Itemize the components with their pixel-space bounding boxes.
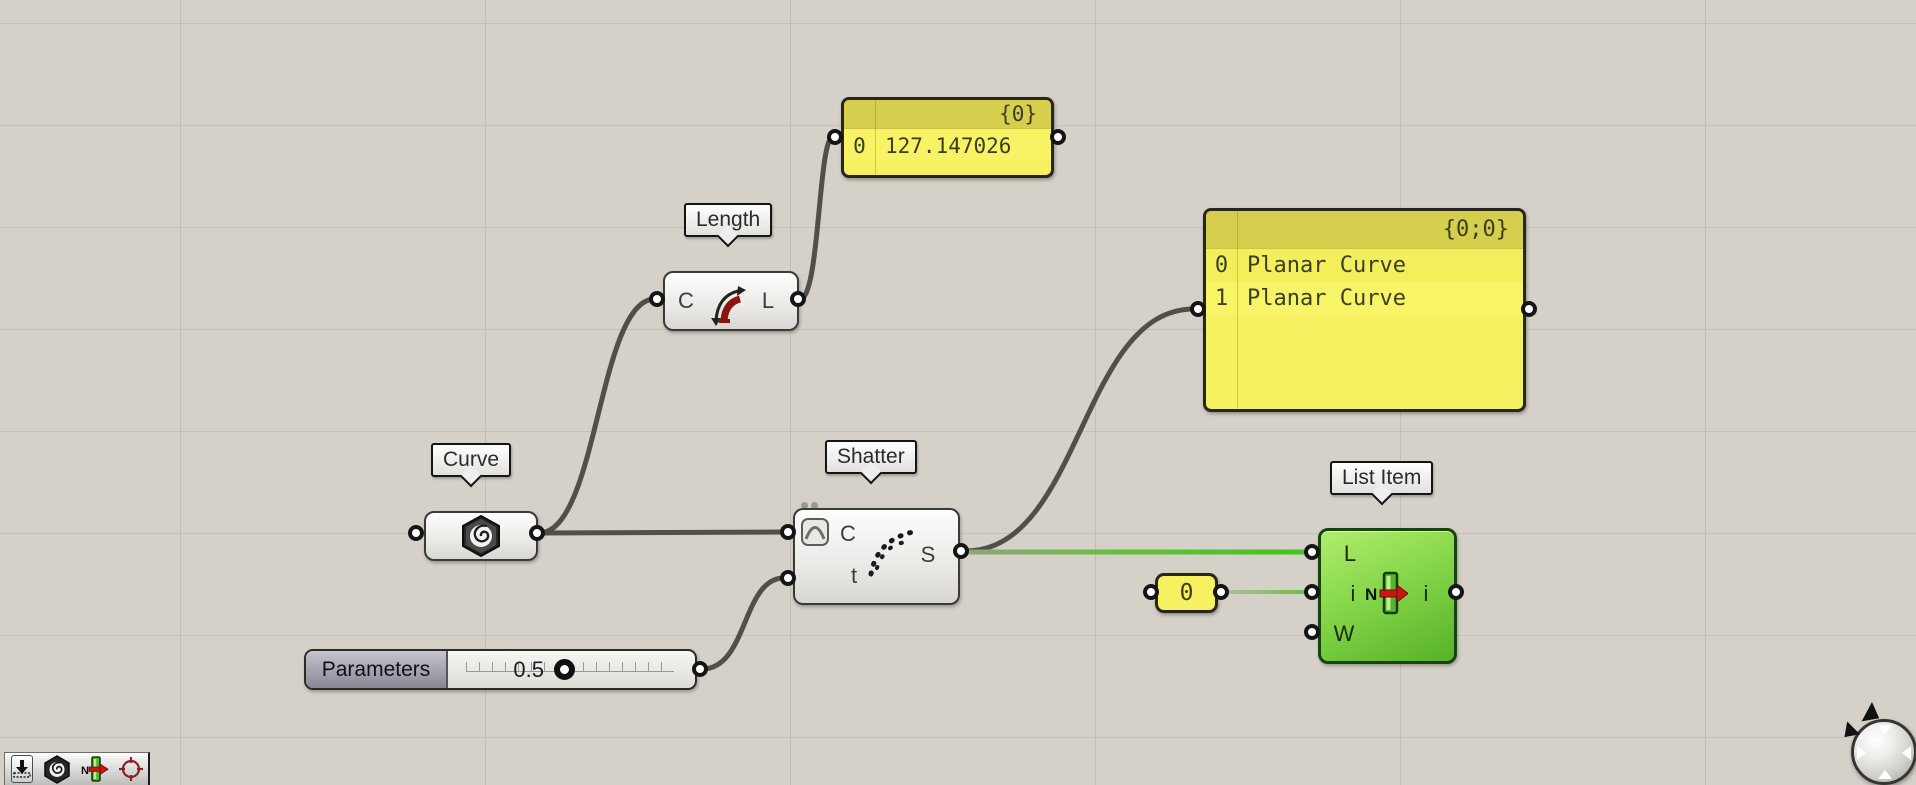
index-constant-panel[interactable]: 0 [1155,573,1218,613]
list-arrow-icon: N [1365,571,1409,619]
number-slider[interactable]: Parameters 0.5 [304,649,697,690]
curve-output-port[interactable] [529,525,545,541]
list-item-label: List Item [1342,466,1422,489]
list-item-input-port-i[interactable] [1304,584,1320,600]
slider-output-port[interactable] [692,661,708,677]
wire-length-to-panel[interactable] [797,134,836,302]
length-label-balloon: Length [684,203,773,248]
slider-value: 0.5 [513,657,544,682]
panel-row: 1 Planar Curve [1206,282,1523,315]
list-arrow-icon-letter: N [1365,585,1378,604]
recent-components-toolbar[interactable]: N [4,752,150,785]
wire-shatter-to-panel[interactable] [962,306,1197,554]
slider-name-grip[interactable]: Parameters [306,651,448,688]
panel-row: 0 Planar Curve [1206,249,1523,282]
index-panel-output-port[interactable] [1213,584,1229,600]
panel-row: 0 127.147026 [844,129,1051,162]
shatter-label-balloon: Shatter [825,440,917,485]
panel-path-badge: {0} [844,100,1051,129]
length-component[interactable]: C L [663,271,799,331]
length-panel-output-port[interactable] [1050,129,1066,145]
list-item-icon[interactable]: N [81,755,109,783]
slider-name: Parameters [321,657,431,681]
svg-text:N: N [81,765,89,777]
crosshair-icon[interactable] [118,755,144,783]
nav-arrow-right [1902,746,1911,760]
row-value: Planar Curve [1247,286,1406,311]
list-item-input-label-i: i [1350,581,1356,606]
length-output-port-L[interactable] [790,291,806,307]
list-item-component[interactable]: L i W i N [1318,528,1457,664]
component-zoom-dot [811,502,818,509]
shatter-output-port-S[interactable] [953,543,969,559]
list-item-label-balloon: List Item [1330,461,1434,506]
row-value: Planar Curve [1247,253,1406,278]
shatter-component[interactable]: C t S [793,508,960,605]
navigation-ball[interactable] [1851,719,1916,785]
index-panel-input-port[interactable] [1143,584,1159,600]
download-icon[interactable] [11,755,33,783]
wire-curve-to-length[interactable] [536,296,658,536]
slider-knob[interactable] [554,659,575,680]
row-index: 1 [1214,286,1229,311]
reparameterize-icon[interactable] [801,518,829,546]
curve-nut-icon[interactable] [42,755,72,784]
shattered-curves-panel[interactable]: {0;0} 0 Planar Curve 1 Planar Curve [1203,208,1526,412]
row-index: 0 [1214,253,1229,278]
shatter-output-label-S: S [920,542,936,567]
list-item-input-port-W[interactable] [1304,624,1320,640]
nav-arrow-left [1857,746,1866,760]
shatter-input-port-C[interactable] [780,524,796,540]
list-item-input-port-L[interactable] [1304,544,1320,560]
curve-label: Curve [443,448,500,471]
nav-arrow-down [1878,770,1892,779]
shatter-label: Shatter [837,445,905,468]
wire-curve-to-shatter[interactable] [536,529,789,536]
shatter-input-port-t[interactable] [780,570,796,586]
list-item-output-port-i[interactable] [1448,584,1464,600]
curves-panel-input-port[interactable] [1190,301,1206,317]
length-panel-input-port[interactable] [827,129,843,145]
curve-component[interactable] [424,511,538,561]
row-index: 0 [853,133,866,158]
dotted-curve-icon [868,529,916,577]
curve-label-balloon: Curve [431,443,512,488]
shatter-input-label-C: C [840,521,856,546]
component-zoom-dot [801,502,808,509]
nav-arrow-up [1878,725,1892,734]
length-label: Length [696,208,761,231]
length-value-panel[interactable]: {0} 0 127.147026 [841,97,1054,178]
curves-panel-output-port[interactable] [1521,301,1537,317]
curved-arrow-icon [711,286,746,326]
length-output-label: L [761,288,775,313]
wire-slider-to-shatter[interactable] [699,575,787,672]
list-item-input-label-W: W [1333,621,1355,646]
length-input-port-C[interactable] [649,291,665,307]
row-value: 127.147026 [885,133,1012,158]
length-input-label: C [678,288,694,313]
curve-output-port-left[interactable] [408,525,424,541]
shatter-input-label-t: t [850,563,858,588]
index-constant-value: 0 [1179,580,1194,606]
hexagon-spiral-icon [462,514,500,558]
panel-path-badge: {0;0} [1206,211,1523,249]
list-item-output-label-i: i [1423,581,1429,606]
list-item-input-label-L: L [1343,541,1357,566]
